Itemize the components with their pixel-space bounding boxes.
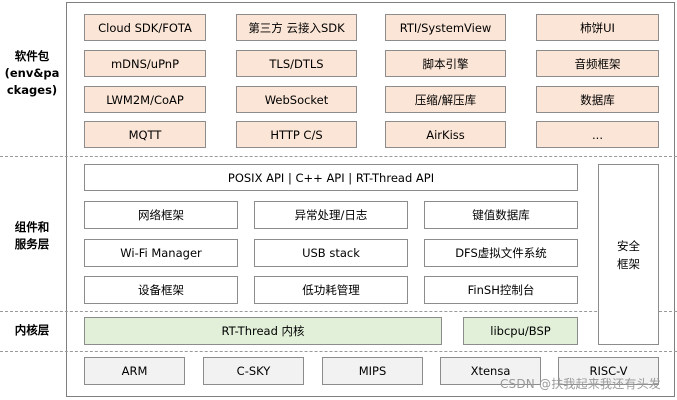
- layer-separator-kernel: [0, 351, 677, 352]
- services-layer-label: 组件和 服务层: [14, 220, 50, 251]
- service-dfs-filesystem: DFS虚拟文件系统: [424, 239, 578, 267]
- package-third-party-cloud-sdk: 第三方 云接入SDK: [236, 14, 357, 41]
- kernel-layer-label: 内核层: [14, 323, 50, 337]
- architecture-frame: [66, 2, 675, 397]
- service-network-framework: 网络框架: [84, 201, 238, 229]
- api-bar: POSIX API | C++ API | RT-Thread API: [84, 164, 578, 191]
- package-mqtt: MQTT: [84, 121, 206, 148]
- kernel-core: RT-Thread 内核: [84, 317, 442, 345]
- arch-mips: MIPS: [322, 357, 423, 385]
- service-exception-logging: 异常处理/日志: [254, 201, 408, 229]
- arch-xtensa: Xtensa: [440, 357, 541, 385]
- package-http-cs: HTTP C/S: [236, 121, 357, 148]
- package-persimmon-ui: 柿饼UI: [536, 14, 659, 41]
- packages-layer-label: 软件包 (env&pa ckages): [4, 49, 60, 97]
- package-audio-framework: 音频框架: [536, 50, 659, 77]
- arch-arm: ARM: [84, 357, 185, 385]
- layer-separator-services: [0, 311, 677, 312]
- package-cloud-sdk-fota: Cloud SDK/FOTA: [84, 14, 206, 41]
- package-more: ...: [536, 121, 659, 148]
- kernel-libcpu-bsp: libcpu/BSP: [463, 317, 578, 345]
- package-websocket: WebSocket: [236, 86, 357, 113]
- package-lwm2m-coap: LWM2M/CoAP: [84, 86, 206, 113]
- arch-riscv: RISC-V: [558, 357, 659, 385]
- package-mdns-upnp: mDNS/uPnP: [84, 50, 206, 77]
- security-framework: 安全 框架: [598, 164, 659, 345]
- service-device-framework: 设备框架: [84, 276, 238, 304]
- service-usb-stack: USB stack: [254, 239, 408, 267]
- package-tls-dtls: TLS/DTLS: [236, 50, 357, 77]
- arch-csky: C-SKY: [203, 357, 304, 385]
- layer-separator-packages: [0, 156, 677, 157]
- package-airkiss: AirKiss: [385, 121, 506, 148]
- service-power-management: 低功耗管理: [254, 276, 408, 304]
- package-script-engine: 脚本引擎: [385, 50, 506, 77]
- service-wifi-manager: Wi-Fi Manager: [84, 239, 238, 267]
- service-finsh-console: FinSH控制台: [424, 276, 578, 304]
- package-rti-systemview: RTI/SystemView: [385, 14, 506, 41]
- package-database: 数据库: [536, 86, 659, 113]
- package-compression-lib: 压缩/解压库: [385, 86, 506, 113]
- watermark: CSDN @扶我起来我还有头发: [499, 377, 661, 391]
- service-kv-database: 键值数据库: [424, 201, 578, 229]
